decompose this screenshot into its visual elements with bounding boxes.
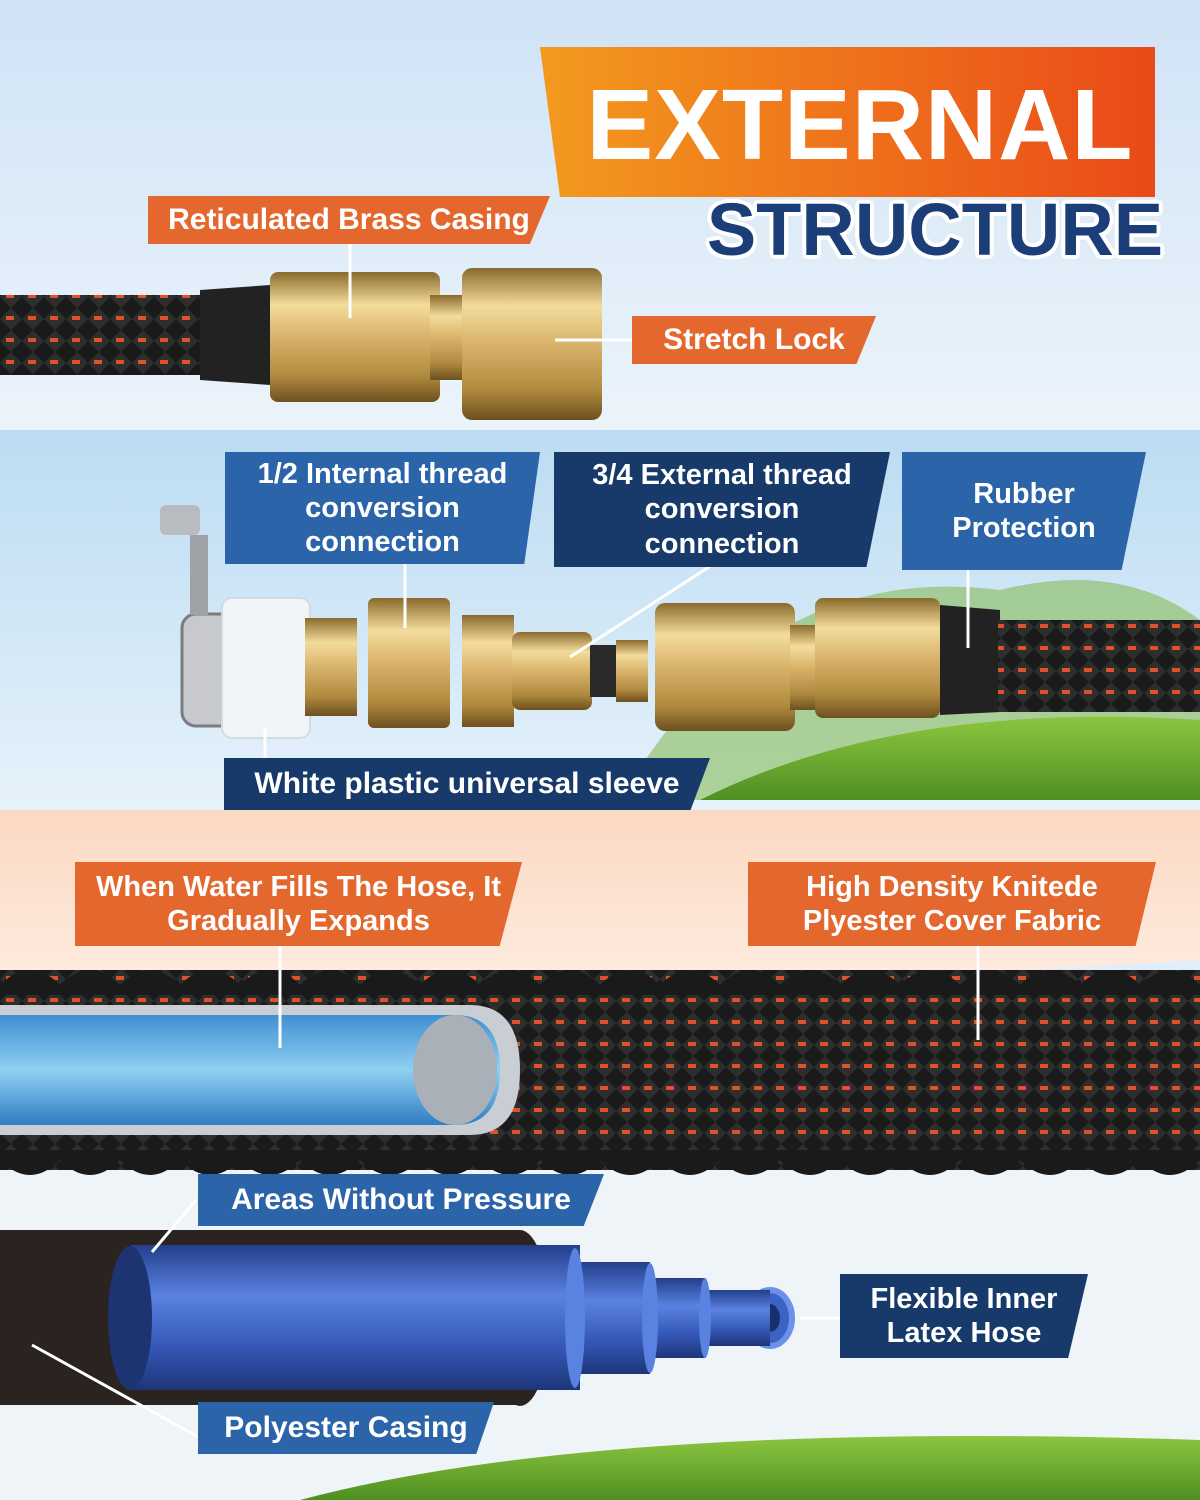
label-external-thread: 3/4 External thread conversion connectio… xyxy=(554,452,890,567)
callout-lines xyxy=(31,244,980,1440)
label-inner-latex: Flexible Inner Latex Hose xyxy=(840,1274,1088,1358)
label-plastic-sleeve: White plastic universal sleeve xyxy=(224,758,710,810)
title-structure: STRUCTURE xyxy=(706,187,1164,271)
label-areas-without-pressure: Areas Without Pressure xyxy=(198,1174,604,1226)
label-cover-fabric: High Density Knitede Plyester Cover Fabr… xyxy=(748,862,1156,946)
label-rubber-protection: Rubber Protection xyxy=(902,452,1146,570)
title-external: EXTERNAL xyxy=(586,68,1134,181)
label-stretch-lock: Stretch Lock xyxy=(632,316,876,364)
label-internal-thread: 1/2 Internal thread conversion connectio… xyxy=(225,452,540,564)
label-polyester-casing: Polyester Casing xyxy=(198,1402,494,1454)
label-brass-casing: Reticulated Brass Casing xyxy=(148,196,550,244)
label-water-fills: When Water Fills The Hose, It Gradually … xyxy=(75,862,522,946)
